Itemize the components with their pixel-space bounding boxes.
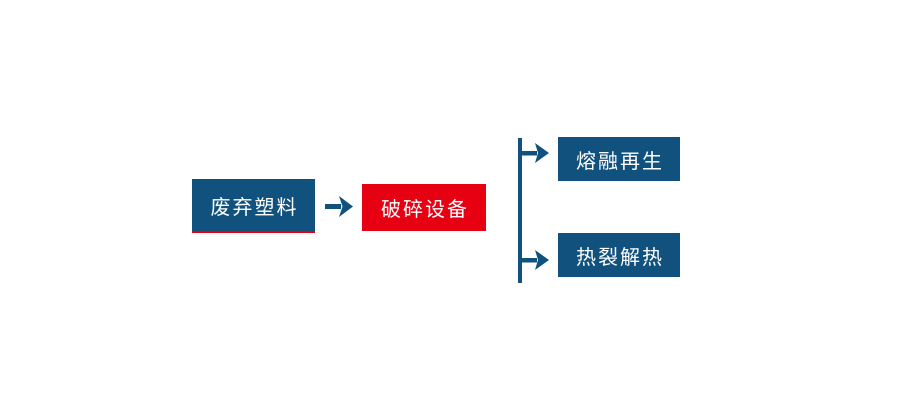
arrow-right-icon	[520, 143, 549, 163]
node-melt-regeneration-label: 熔融再生	[576, 148, 664, 173]
arrow-right-icon	[520, 250, 549, 270]
branch-connector-line	[518, 138, 522, 283]
node-pyrolysis-heat: 热裂解热	[558, 233, 680, 277]
node-crushing-equipment: 破碎设备	[362, 184, 486, 231]
arrow-right-icon	[325, 196, 353, 217]
node-waste-plastic: 废弃塑料	[192, 179, 315, 233]
node-pyrolysis-heat-label: 热裂解热	[576, 244, 664, 269]
node-waste-plastic-label: 废弃塑料	[210, 194, 299, 219]
node-melt-regeneration: 熔融再生	[558, 137, 680, 181]
node-crushing-equipment-label: 破碎设备	[381, 197, 469, 221]
